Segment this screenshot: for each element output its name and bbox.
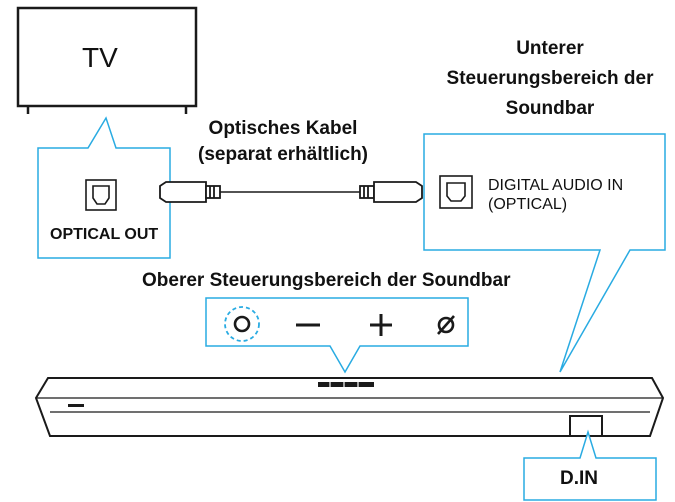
optical-out-port-icon bbox=[85, 179, 117, 211]
tv-port-callout bbox=[37, 116, 171, 259]
digital-audio-in-label-line1: DIGITAL AUDIO IN bbox=[488, 177, 624, 194]
digital-audio-in-port-icon bbox=[439, 175, 473, 209]
tv-illustration bbox=[16, 6, 198, 114]
d-in-port bbox=[569, 415, 603, 437]
power-button-icon bbox=[233, 315, 251, 333]
d-in-callout bbox=[523, 429, 657, 501]
mute-icon bbox=[437, 315, 455, 335]
cable-label-line2: (separat erhältlich) bbox=[198, 144, 368, 165]
power-button-highlight bbox=[224, 306, 260, 342]
bottom-panel-callout bbox=[423, 133, 666, 373]
tv-label: TV bbox=[82, 42, 118, 73]
optical-cable bbox=[159, 181, 423, 203]
top-panel-callout bbox=[205, 297, 469, 374]
bottom-panel-title-line1: Unterer bbox=[516, 38, 584, 59]
digital-audio-in-label: DIGITAL AUDIO IN (OPTICAL) bbox=[488, 176, 623, 214]
top-panel-title: Oberer Steuerungsbereich der Soundbar bbox=[142, 270, 511, 291]
soundbar-illustration bbox=[34, 377, 665, 437]
digital-audio-in-label-line2: (OPTICAL) bbox=[488, 196, 568, 213]
optical-out-label: OPTICAL OUT bbox=[50, 226, 159, 243]
d-in-label: D.IN bbox=[560, 468, 598, 489]
volume-up-icon bbox=[370, 314, 392, 336]
soundbar-status-led bbox=[68, 404, 84, 407]
bottom-panel-title-line2: Steuerungsbereich der bbox=[446, 68, 654, 89]
cable-label-line1: Optisches Kabel bbox=[208, 118, 358, 139]
soundbar-top-buttons bbox=[318, 382, 374, 387]
bottom-panel-title: Unterer Steuerungsbereich der Soundbar bbox=[430, 34, 670, 124]
bottom-panel-title-line3: Soundbar bbox=[505, 98, 595, 119]
cable-label: Optisches Kabel (separat erhältlich) bbox=[178, 116, 388, 168]
